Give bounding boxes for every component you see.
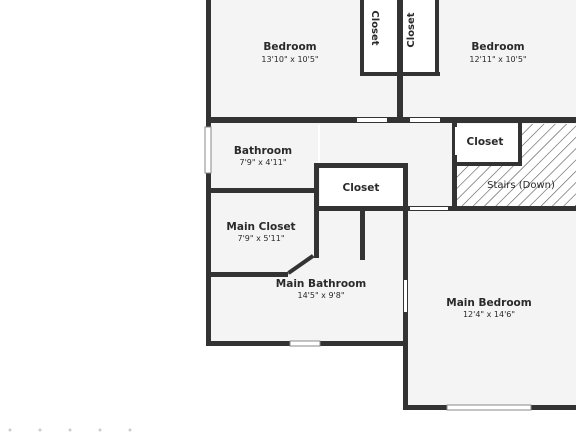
main-bedroom-dims: 12'4" x 14'6" [463,310,515,319]
bedroom-right-name: Bedroom [471,41,524,53]
floor-fills [210,0,576,408]
stairs-label: Stairs (Down) [487,180,555,191]
main-bedroom-window [446,404,532,411]
main-closet-dims: 7'9" x 5'11" [237,234,284,243]
windows [204,126,532,411]
closet-hall-right-label: Closet [467,136,504,148]
closet-vertical-right-label: Closet [406,12,417,47]
bathroom-window [204,126,212,174]
main-bathroom-window [289,340,321,347]
closet-center-label: Closet [343,182,380,194]
main-closet-name: Main Closet [226,221,295,233]
watermark-dots [8,428,132,432]
bedroom-right-dims: 12'11" x 10'5" [469,55,526,64]
bedroom-left-dims: 13'10" x 10'5" [261,55,318,64]
doorways [318,118,457,312]
bathroom-name: Bathroom [234,145,292,157]
bedroom-left-name: Bedroom [263,41,316,53]
main-bedroom-floor-fill [406,208,576,408]
closet-vertical-left-label: Closet [369,10,380,45]
room-labels: Bedroom 13'10" x 10'5" Bedroom 12'11" x … [226,10,555,319]
main-bathroom-dims: 14'5" x 9'8" [297,291,344,300]
closet-center-fill [320,166,404,208]
main-bedroom-name: Main Bedroom [446,297,532,309]
closet-hall-right-fill [455,124,521,164]
main-bathroom-name: Main Bathroom [276,278,366,290]
bathroom-dims: 7'9" x 4'11" [239,158,286,167]
